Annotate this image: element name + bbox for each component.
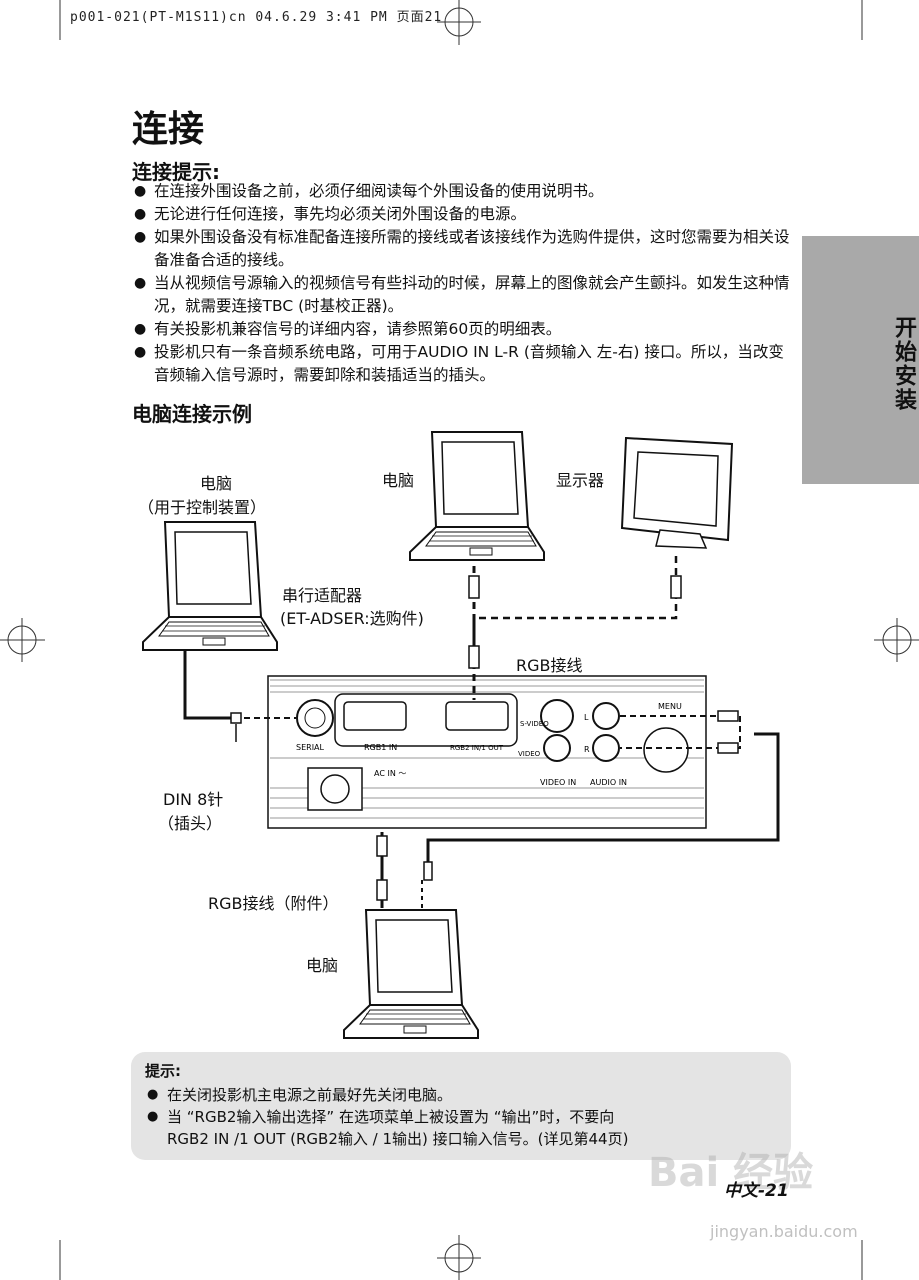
tips-list: 在连接外围设备之前，必须仔细阅读每个外围设备的使用说明书。 无论进行任何连接，事… — [132, 180, 797, 387]
list-item: 当从视频信号源输入的视频信号有些抖动的时候，屏幕上的图像就会产生颤抖。如发生这种… — [132, 272, 797, 318]
list-item-continued: RGB2 IN /1 OUT (RGB2输入 / 1输出) 接口输入信号。(详见… — [145, 1128, 628, 1150]
label-s-video: S-VIDEO — [520, 720, 549, 728]
label-serial: SERIAL — [296, 743, 325, 752]
label-serial-adapter: 串行适配器 — [282, 586, 363, 605]
list-item: 如果外围设备没有标准配备连接所需的接线或者该接线作为选购件提供，这时您需要为相关… — [132, 226, 797, 272]
section-tab-label: 开始安装 — [891, 316, 916, 412]
list-item: 有关投影机兼容信号的详细内容，请参照第60页的明细表。 — [132, 318, 797, 341]
label-l: L — [584, 713, 589, 722]
label-audio-in: AUDIO IN — [590, 778, 627, 787]
label-monitor: 显示器 — [556, 471, 605, 490]
list-item: 投影机只有一条音频系统电路，可用于AUDIO IN L-R (音频输入 左-右)… — [132, 341, 797, 387]
label-pc-bottom: 电脑 — [306, 956, 339, 975]
list-item: 在关闭投影机主电源之前最好先关闭电脑。 — [145, 1084, 628, 1106]
label-pc-control-purpose: （用于控制装置） — [138, 498, 267, 517]
page-title: 连接 — [132, 109, 205, 150]
list-item: 当 “RGB2输入输出选择” 在选项菜单上被设置为 “输出”时，不要向 — [145, 1106, 628, 1128]
diagram-heading: 电脑连接示例 — [132, 402, 252, 426]
section-tab: 开始安装 — [802, 236, 919, 484]
watermark: Bai 经验 — [648, 1150, 814, 1196]
laptop-control — [142, 521, 278, 651]
projector-panel: SERIAL RGB1 IN RGB2 IN/1 OUT S-VIDEO VID… — [267, 675, 707, 829]
page-number: 中文-21 — [724, 1181, 789, 1201]
list-item: 无论进行任何连接，事先均必须关闭外围设备的电源。 — [132, 203, 797, 226]
label-rgb2: RGB2 IN/1 OUT — [450, 744, 504, 752]
laptop-top — [409, 431, 545, 561]
label-din-plug: （插头） — [158, 814, 223, 833]
label-serial-adapter-model: (ET-ADSER:选购件) — [280, 609, 424, 628]
label-video: VIDEO — [518, 750, 541, 758]
label-rgb1: RGB1 IN — [364, 743, 397, 752]
label-r: R — [584, 745, 590, 754]
watermark-url: jingyan.baidu.com — [710, 1222, 858, 1241]
label-pc-control: 电脑 — [200, 474, 233, 493]
label-rgb-cable-accessory: RGB接线（附件） — [208, 894, 339, 913]
monitor-icon — [620, 436, 734, 549]
note-box: 提示: 在关闭投影机主电源之前最好先关闭电脑。 当 “RGB2输入输出选择” 在… — [131, 1052, 791, 1160]
label-pc-top: 电脑 — [382, 471, 415, 490]
laptop-bottom — [343, 909, 479, 1039]
note-title: 提示: — [145, 1062, 181, 1080]
note-list: 在关闭投影机主电源之前最好先关闭电脑。 当 “RGB2输入输出选择” 在选项菜单… — [145, 1084, 628, 1150]
label-din: DIN 8针 — [163, 790, 224, 809]
label-video-in: VIDEO IN — [540, 778, 576, 787]
label-rgb-cable: RGB接线 — [516, 656, 583, 675]
print-header: p001-021(PT-M1S11)cn 04.6.29 3:41 PM 页面2… — [70, 10, 443, 25]
label-menu: MENU — [658, 702, 682, 711]
list-item: 在连接外围设备之前，必须仔细阅读每个外围设备的使用说明书。 — [132, 180, 797, 203]
note-continued-text: RGB2 IN /1 OUT (RGB2输入 / 1输出) 接口输入信号。(详见… — [167, 1130, 629, 1148]
label-ac-in: AC IN ～ — [374, 769, 406, 778]
